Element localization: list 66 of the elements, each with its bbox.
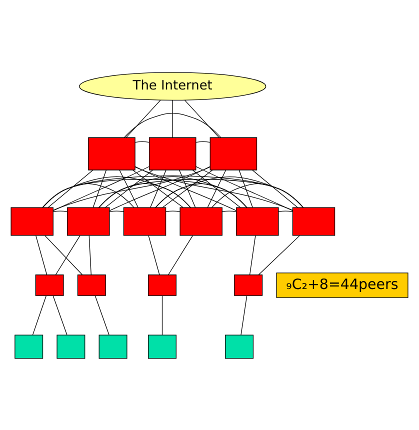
connector: [52, 295, 68, 335]
connector: [119, 169, 138, 208]
node-box: ₉C₂+8=44peers: [276, 272, 408, 298]
connector: [109, 210, 124, 212]
node-box: [88, 136, 136, 170]
connector: [278, 210, 293, 212]
node-box: [14, 334, 44, 358]
connector: [52, 166, 210, 210]
node-box: [236, 206, 279, 236]
node-box: [35, 274, 64, 296]
connector: [162, 169, 213, 208]
connector: [184, 99, 220, 138]
connector: [48, 169, 94, 208]
connector: [109, 166, 210, 210]
node-ellipse: The Internet: [79, 72, 266, 100]
connector: [105, 169, 154, 208]
connector: [98, 178, 304, 208]
connector: [44, 234, 83, 275]
connector: [126, 99, 161, 138]
connector: [162, 295, 163, 335]
node-box: [180, 206, 222, 236]
connector: [94, 295, 110, 335]
node-box: [67, 206, 110, 236]
connector: [155, 176, 304, 208]
node-box: [56, 334, 86, 358]
connector: [150, 169, 166, 208]
connector: [196, 140, 210, 142]
connector: [124, 112, 222, 138]
connector: [168, 234, 193, 275]
node-box: [10, 206, 54, 236]
node-box: [234, 274, 263, 296]
connector: [207, 169, 226, 208]
connector: [172, 100, 173, 138]
node-box: [98, 334, 128, 358]
connector: [252, 169, 298, 208]
connector: [42, 174, 304, 208]
node-box: [123, 206, 166, 236]
connector: [134, 166, 236, 210]
connector: [258, 234, 300, 275]
connector: [134, 166, 293, 210]
connector: [222, 210, 237, 212]
connector: [36, 234, 48, 275]
connector: [55, 234, 80, 275]
node-box: [148, 334, 176, 358]
connector: [32, 295, 46, 335]
connector: [192, 169, 241, 208]
connector: [212, 182, 304, 208]
connector: [178, 169, 196, 208]
connector: [196, 166, 293, 210]
node-box: [292, 206, 336, 236]
connector: [148, 234, 160, 275]
node-box: [148, 274, 176, 296]
node-box: [225, 334, 254, 358]
connector: [238, 169, 253, 208]
connector: [240, 295, 248, 335]
connector: [53, 166, 150, 210]
connector: [249, 234, 256, 275]
connector: [52, 210, 68, 212]
node-box: [77, 274, 106, 296]
connector: [134, 140, 150, 142]
connector: [132, 169, 184, 208]
connector: [88, 234, 92, 275]
connector: [166, 210, 180, 212]
node-box: [148, 136, 196, 170]
connector: [92, 169, 107, 208]
node-box: [210, 136, 258, 170]
